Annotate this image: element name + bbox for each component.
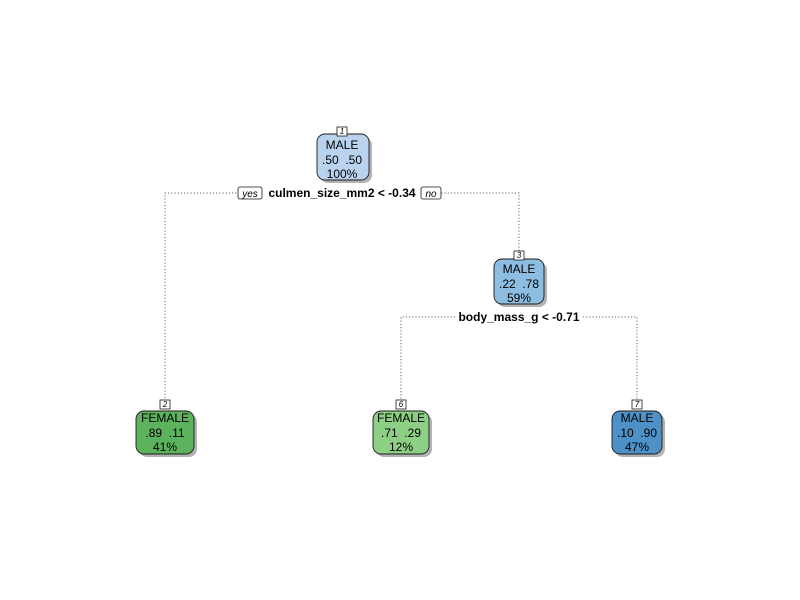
node-2-number: 2 (162, 400, 168, 409)
node-6-class: FEMALE (377, 411, 425, 425)
node-7-pct: 47% (625, 440, 649, 454)
edge-3-to-7 (519, 316, 638, 404)
node-3-class: MALE (503, 262, 536, 276)
node-3-probs: .22 .78 (499, 277, 539, 291)
no-label: no (425, 189, 437, 200)
split-1-condition: culmen_size_mm2 < -0.34 (268, 186, 415, 200)
node-1-class: MALE (326, 138, 359, 152)
node-7: 7 MALE .10 .90 47% (611, 399, 665, 457)
node-6-box (372, 410, 430, 455)
node-2-box (135, 410, 195, 455)
node-6-probs: .71 .29 (381, 426, 421, 440)
node-1-pct: 100% (327, 167, 358, 181)
node-3-pct: 59% (507, 291, 531, 305)
node-1-number: 1 (340, 127, 344, 136)
node-2: 2 FEMALE .89 .11 41% (135, 399, 197, 457)
node-2-pct: 41% (153, 440, 177, 454)
split-3: body_mass_g < -0.71 (456, 309, 582, 325)
node-2-probs: .89 .11 (145, 426, 184, 440)
node-7-probs: .10 .90 (617, 426, 657, 440)
node-7-class: MALE (621, 411, 654, 425)
node-2-class: FEMALE (141, 411, 189, 425)
node-3-number: 3 (517, 251, 522, 260)
node-6-number: 6 (399, 400, 404, 409)
edge-3-to-6 (400, 316, 519, 404)
node-1: 1 MALE .50 .50 100% (316, 126, 372, 183)
edge-1-to-3 (342, 192, 520, 251)
no-tag (420, 186, 442, 200)
node-7-box (611, 410, 663, 455)
node-7-number: 7 (635, 400, 640, 409)
node-6: 6 FEMALE .71 .29 12% (372, 399, 432, 457)
split-3-condition: body_mass_g < -0.71 (458, 310, 579, 324)
tree-edges (164, 192, 638, 404)
node-3: 3 MALE .22 .78 59% (493, 250, 547, 307)
edge-1-to-2 (164, 192, 342, 404)
yes-tag (237, 186, 263, 200)
node-1-probs: .50 .50 (322, 153, 362, 167)
split-1: yes culmen_size_mm2 < -0.34 no (237, 185, 442, 201)
node-6-pct: 12% (389, 440, 413, 454)
yes-label: yes (241, 189, 258, 200)
